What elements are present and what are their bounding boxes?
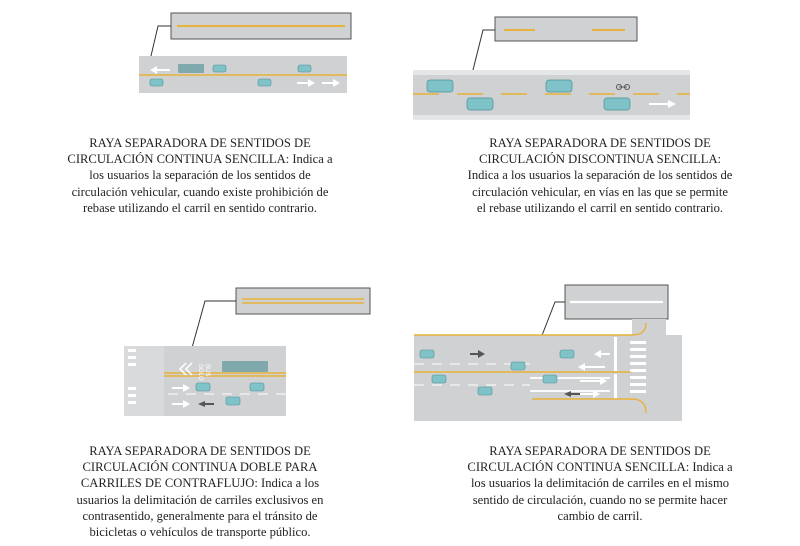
caption: RAYA SEPARADORA DE SENTIDOS DE CIRCULACI… [400,443,800,524]
car-icon [225,396,241,406]
car-icon [559,349,575,359]
illustration-continua-doble: BUS SOLO [124,287,371,416]
arrow-left-icon [198,401,214,407]
car-icon [419,349,435,359]
arrow-right-icon [580,377,607,385]
edge-yellow-line [414,322,647,336]
car-icon [477,386,493,396]
road-text-bus: BUS [204,364,210,376]
caption-line: RAYA SEPARADORA DE SENTIDOS DE [89,136,311,150]
crosswalk-stripes [630,341,646,393]
caption-line: CIRCULACIÓN CONTINUA SENCILLA: Indica a [467,460,733,475]
arrow-right-icon [297,79,315,87]
inset-box [235,287,371,315]
illustration-continua-sencilla-carril [414,284,682,421]
caption-line: rebase utilizando el carril en sentido c… [83,200,317,215]
panel-continua-sencilla: RAYA SEPARADORA DE SENTIDOS DE CIRCULACI… [0,0,400,273]
arrow-left-icon [150,66,170,74]
caption-line: RAYA SEPARADORA DE SENTIDOS DE [489,444,711,458]
stop-line [614,337,617,371]
road-text-solo: SOLO [197,364,203,381]
car-icon [195,382,211,392]
car-icon [603,97,631,111]
crosswalk-stripes [128,349,136,404]
caption-line: bicicletas o vehículos de transporte púb… [89,525,311,540]
caption-line: Indica a los usuarios la separación de l… [467,168,733,183]
panel-discontinua-sencilla: RAYA SEPARADORA DE SENTIDOS DE CIRCULACI… [400,0,800,273]
caption-line: cambio de carril. [557,508,643,523]
arrow-right-icon [172,400,190,408]
caption-line: circulación vehicular, cuando existe pro… [71,184,329,199]
arrow-right-icon [649,100,676,108]
illustration-continua-sencilla [139,12,352,93]
caption-line: CIRCULACIÓN DISCONTINUA SENCILLA: [478,152,722,167]
road-edge [413,115,690,120]
car-icon [426,79,454,93]
caption: RAYA SEPARADORA DE SENTIDOS DE CIRCULACI… [0,443,400,540]
arrow-right-icon [573,390,600,398]
bus-icon [178,64,204,73]
road-corner [632,401,666,419]
caption-line: contrasentido, generalmente para el trán… [82,508,318,523]
edge-yellow-line [532,398,647,414]
arrow-left-icon [594,350,610,358]
illustration-discontinua-sencilla [413,16,690,120]
car-icon [510,361,526,371]
car-icon [212,64,227,73]
arrow-right-icon [322,79,340,87]
caption-line: los usuarios la separación de los sentid… [89,168,311,183]
car-icon [297,64,312,73]
arrow-left-icon [578,363,605,371]
caption-line: sentido de circulación, cuando no se per… [472,492,728,507]
car-icon [249,382,265,392]
caption-line: RAYA SEPARADORA DE SENTIDOS DE [489,136,711,150]
arrow-left-icon [564,391,580,397]
stop-line [614,374,617,398]
arrow-right-icon [470,350,485,358]
car-icon [466,97,494,111]
panel-continua-doble: BUS SOLO RAYA SEPARADORA DE SENTIDOS DE … [0,273,400,546]
chevron-icon [184,362,193,376]
caption-line: CIRCULACIÓN CONTINUA DOBLE PARA [82,460,318,475]
road-edge [413,70,690,75]
bicycle-icon [616,84,630,90]
chevron-icon [178,362,187,376]
car-icon [431,374,447,384]
car-icon [149,78,164,87]
caption-line: circulación vehicular, en vías en las qu… [472,184,728,199]
caption-line: los usuarios la delimitación de carriles… [470,476,730,491]
arrow-right-icon [172,384,190,392]
road-corner [632,319,666,335]
bus-lane-text: BUS SOLO [197,364,210,381]
caption: RAYA SEPARADORA DE SENTIDOS DE CIRCULACI… [0,135,400,216]
car-icon [257,78,272,87]
road-surface [413,70,690,115]
caption: RAYA SEPARADORA DE SENTIDOS DE CIRCULACI… [400,135,800,216]
caption-line: el rebase utilizando el carril en sentid… [476,200,724,215]
car-icon [545,79,573,93]
bus-icon [222,361,268,372]
caption-line: CIRCULACIÓN CONTINUA SENCILLA: Indica a [67,152,333,167]
caption-line: CARRILES DE CONTRAFLUJO: Indica a los [80,476,320,491]
caption-line: RAYA SEPARADORA DE SENTIDOS DE [89,444,311,458]
panel-continua-sencilla-carril: RAYA SEPARADORA DE SENTIDOS DE CIRCULACI… [400,273,800,546]
car-icon [542,374,558,384]
caption-line: usuarios la delimitación de carriles exc… [76,492,324,507]
